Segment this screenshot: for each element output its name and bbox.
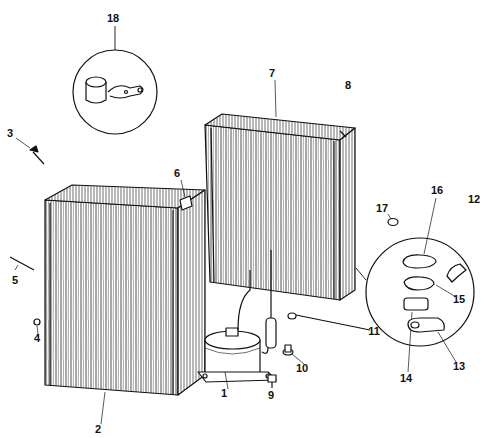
- callout-number: 11: [368, 326, 380, 337]
- callout-number: 17: [376, 203, 388, 214]
- callout-number: 5: [12, 275, 18, 286]
- callout-number: 8: [345, 80, 351, 91]
- callout-number: 4: [34, 333, 40, 344]
- callout-number: 1: [221, 388, 227, 399]
- callout-number: 3: [7, 128, 13, 139]
- callout-number: 6: [174, 168, 180, 179]
- callout-number: 13: [453, 361, 465, 372]
- callout-number: 18: [107, 13, 119, 24]
- callout-number: 15: [453, 294, 465, 305]
- callout-number: 16: [431, 185, 443, 196]
- callout-number: 2: [95, 424, 101, 435]
- callout-number: 12: [468, 194, 480, 205]
- callout-number: 7: [269, 68, 275, 79]
- callout-number: 10: [296, 363, 308, 374]
- callout-number: 14: [400, 373, 412, 384]
- callout-number: 9: [268, 390, 274, 401]
